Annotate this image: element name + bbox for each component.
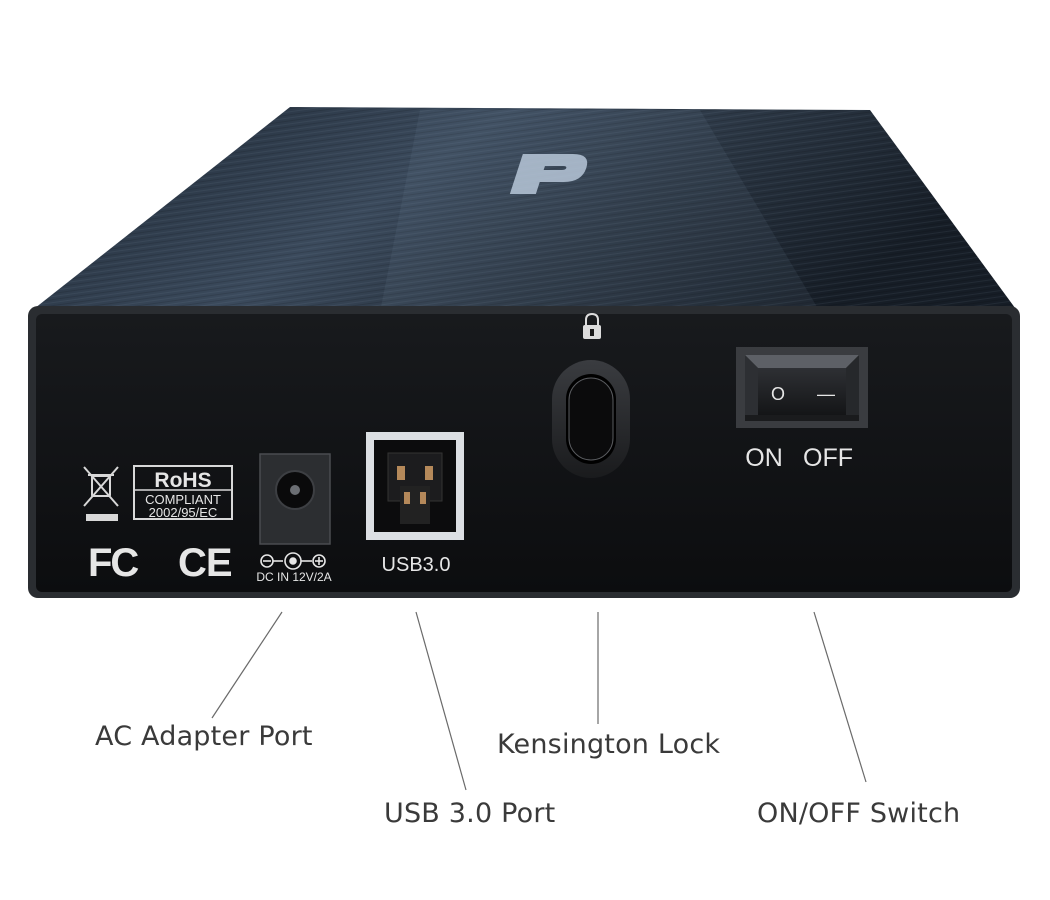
padlock-icon	[583, 312, 601, 339]
fc-mark: FC	[88, 541, 138, 585]
callout-onoff-switch: ON/OFF Switch	[757, 798, 961, 829]
switch-on-label: ON	[745, 444, 783, 472]
callout-ac-adapter-port: AC Adapter Port	[95, 721, 313, 752]
brand-logo-icon	[509, 154, 588, 194]
usb3-label: USB3.0	[382, 554, 451, 576]
switch-off-label: OFF	[803, 444, 853, 472]
usb3-port	[366, 432, 464, 540]
callout-kensington-lock: Kensington Lock	[497, 729, 721, 760]
rohs-title: RoHS	[154, 469, 211, 492]
callout-usb-port: USB 3.0 Port	[384, 798, 556, 829]
enclosure-top-brushed	[30, 107, 1018, 312]
rohs-line1: COMPLIANT	[145, 492, 221, 507]
rohs-line2: 2002/95/EC	[149, 505, 218, 520]
leader-usb-port	[415, 611, 467, 791]
rocker-switch	[736, 347, 868, 428]
switch-symbol-on: O	[771, 384, 785, 404]
rohs-label: RoHS COMPLIANT 2002/95/EC	[133, 465, 233, 520]
dc-polarity-icon	[260, 552, 326, 570]
enclosure-top-highlight	[380, 110, 820, 312]
leader-ac-adapter	[211, 611, 283, 719]
kensington-slot	[552, 360, 630, 478]
crossed-out-bin-icon	[83, 466, 119, 521]
leader-onoff	[813, 611, 867, 783]
switch-symbol-off: —	[817, 384, 835, 404]
dc-power-jack	[259, 453, 331, 545]
dc-in-label: DC IN 12V/2A	[256, 570, 331, 584]
ce-mark: CE	[178, 541, 232, 585]
